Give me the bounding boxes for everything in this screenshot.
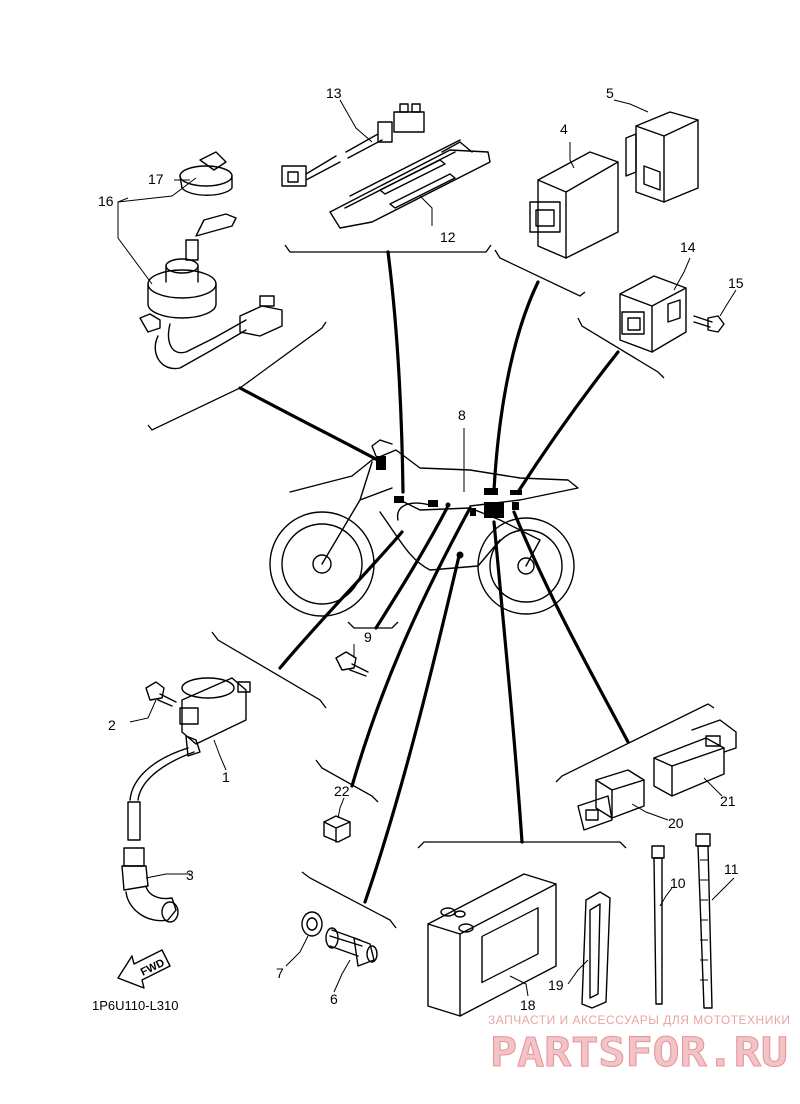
callout-15: 15 [728,275,744,291]
lead-fuse [350,506,472,788]
callout-6: 6 [330,991,338,1007]
callout-4: 4 [560,121,568,137]
bracket-couplers [555,703,715,783]
part-12-plate [329,139,491,229]
part-19-battery-band [581,891,611,1009]
lead-ignition-coil [278,530,404,670]
lead-neutral-switch [363,554,461,904]
callout-10: 10 [670,875,686,891]
callout-17: 17 [148,171,164,187]
part-10-cable-tie [651,845,665,1005]
part-17-key [179,151,233,196]
callout-5: 5 [606,85,614,101]
part-14-relay [619,275,687,353]
callout-leaders [117,99,737,997]
part-1-ignition-coil [127,677,251,841]
callout-18: 18 [520,997,536,1013]
part-9-bolt [335,651,369,677]
part-16-main-switch [139,213,283,370]
bracket-main-switch [147,321,327,431]
lead-couplers [512,510,630,744]
bracket-bolt-9 [347,621,399,629]
callout-8: 8 [458,407,466,423]
callout-14: 14 [680,239,696,255]
part-2-bolt [145,681,177,707]
fwd-arrow-icon: FWD [117,949,171,989]
bracket-neutral-switch [301,871,397,929]
callout-7: 7 [276,965,284,981]
lead-bolt-9 [374,506,449,630]
callout-12: 12 [440,229,456,245]
lead-cdi-unit [492,280,540,492]
part-21-coupler [653,719,737,797]
part-15-bolt [693,315,725,333]
part-18-battery [427,873,557,1017]
lead-relay [516,350,620,494]
bracket-fuse [315,759,379,803]
callout-9: 9 [364,629,372,645]
lead-main-switch [238,386,385,465]
part-20-coupler [577,769,645,831]
callout-13: 13 [326,85,342,101]
part-3-spark-plug-cap [121,847,179,923]
callout-19: 19 [548,977,564,993]
bracket-cdi-unit [494,249,586,297]
watermark-tagline: ЗАПЧАСТИ И АКСЕССУАРЫ ДЛЯ МОТОТЕХНИКИ [488,1013,790,1027]
part-7-washer [301,911,323,937]
callout-16: 16 [98,193,114,209]
part-22-fuse [323,815,351,843]
callout-21: 21 [720,793,736,809]
lead-battery [492,520,524,844]
bracket-relay [577,317,665,379]
watermark-logo: PARTSFOR.RU [490,1030,788,1076]
part-13-sub-wire-harness [281,103,425,187]
callout-11: 11 [724,861,739,877]
callout-3: 3 [186,867,194,883]
motorcycle-outline [269,439,579,617]
callout-22: 22 [334,783,350,799]
callout-1: 1 [222,769,230,785]
part-6-neutral-switch [325,927,378,967]
part-5-cover [625,111,699,203]
part-11-cable-tie [695,833,713,1009]
part-4-cdi-unit [529,151,619,259]
callout-2: 2 [108,717,116,733]
lead-wire-harness [386,250,405,494]
callout-20: 20 [668,815,684,831]
diagram-code: 1P6U110-L310 [92,998,179,1013]
bracket-ignition-coil [211,631,327,709]
